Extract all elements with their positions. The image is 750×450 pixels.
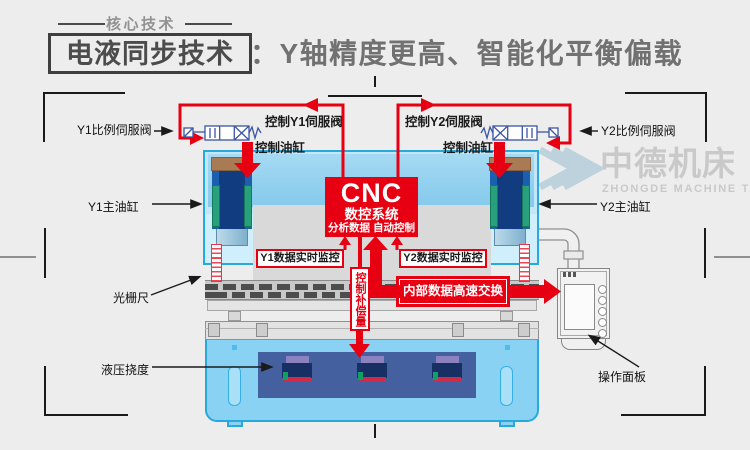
panel-button-5 [598,329,607,338]
y1-cylinder-guide-left [212,185,220,227]
panel-logo [563,272,578,277]
bolt-1 [208,323,220,337]
tag-core-tech: 核心技术 [106,16,177,33]
mark-bottom-right-v [704,366,706,416]
deflection-block-2 [357,356,387,384]
panel-button-3 [598,307,607,316]
operation-panel [557,268,610,339]
watermark-brand-en: ZHONGDE MACHINE TOOL [602,183,750,195]
label-grating-ruler: 光栅尺 [113,291,150,305]
tag-line-right [185,23,232,25]
mark-mid-left-v [44,228,46,278]
label-control-y2-valve: 控制Y2伺服阀 [405,115,483,129]
mark-mid-left-h [0,256,36,258]
mark-top-right-v [705,92,707,142]
y2-monitor-box: Y2数据实时监控 [399,249,487,268]
table-pill-right [500,366,513,406]
label-control-cylinder-right: 控制油缸 [443,141,494,155]
mark-top-right-h [625,92,707,94]
page-title-boxed: 电液同步技术 [48,33,252,74]
mark-bottom-left-v [44,366,46,416]
panel-button-2 [598,296,607,305]
mark-top-left-v [43,92,45,142]
cnc-box: CNC 数控系统 分析数据 自动控制 [325,177,418,237]
label-y1-main-cylinder: Y1主油缸 [88,200,139,214]
deflection-block-1 [282,356,312,384]
bolt-2 [256,323,268,337]
compensation-box: 控制补偿量 [350,267,370,331]
bolt-3 [452,323,464,337]
y1-monitor-box: Y1数据实时监控 [256,249,344,268]
page-title-rest: ：Y轴精度更高、智能化平衡偏载 [250,38,684,69]
foot-left [227,421,243,427]
label-control-cylinder-left: 控制油缸 [255,141,306,155]
cnc-subtitle: 数控系统 [344,207,399,222]
bolt-4 [518,323,530,337]
mark-top-center-tick [374,76,376,87]
label-operation-panel: 操作面板 [598,370,647,384]
watermark-chevron-icon [538,146,606,191]
mark-top-left-h [43,92,125,94]
table-dot-left [232,345,237,350]
panel-button-4 [598,318,607,327]
y1-servo-valve-icon [183,125,262,141]
watermark-brand: 中德机床 [600,145,736,182]
post-left [228,311,241,321]
lower-beam-line [205,328,539,329]
panel-button-1 [598,285,607,294]
foot-right [499,421,515,427]
grating-ruler-left [211,244,222,282]
y1-cylinder-guide-right [244,185,252,227]
label-hydraulic-deflection: 液压挠度 [101,363,150,377]
mark-mid-right-v [704,228,706,278]
y2-servo-valve-icon [480,125,559,141]
mark-bottom-center-tick [374,424,376,438]
pendant-arm-tube [537,228,584,270]
grating-ruler-right [519,244,530,282]
label-y2-main-cylinder: Y2主油缸 [600,200,651,214]
red-circuit-lines [178,103,572,177]
mark-top-center-h [328,95,422,97]
label-control-y1-valve: 控制Y1伺服阀 [265,115,343,129]
cnc-functions: 分析数据 自动控制 [328,222,415,234]
table-dot-right [505,345,510,350]
post-right [500,311,513,321]
mark-bottom-right-h [621,414,706,416]
y2-cylinder-guide-left [490,185,498,227]
exchange-box: 内部数据高速交换 [399,279,507,304]
panel-screen [564,284,595,330]
deflection-block-3 [432,356,462,384]
flange [207,300,537,311]
label-y2-proportional-valve: Y2比例伺服阀 [601,124,676,138]
mark-bottom-left-h [44,414,128,416]
y2-cylinder-guide-right [522,185,530,227]
label-y1-proportional-valve: Y1比例伺服阀 [77,123,152,137]
pointer-arrows [150,126,640,372]
red-arrows [190,98,561,358]
tag-line-left [58,23,105,25]
mark-mid-right-h [714,256,750,258]
cnc-title: CNC [340,178,403,208]
panel-inner-frame [560,271,607,336]
